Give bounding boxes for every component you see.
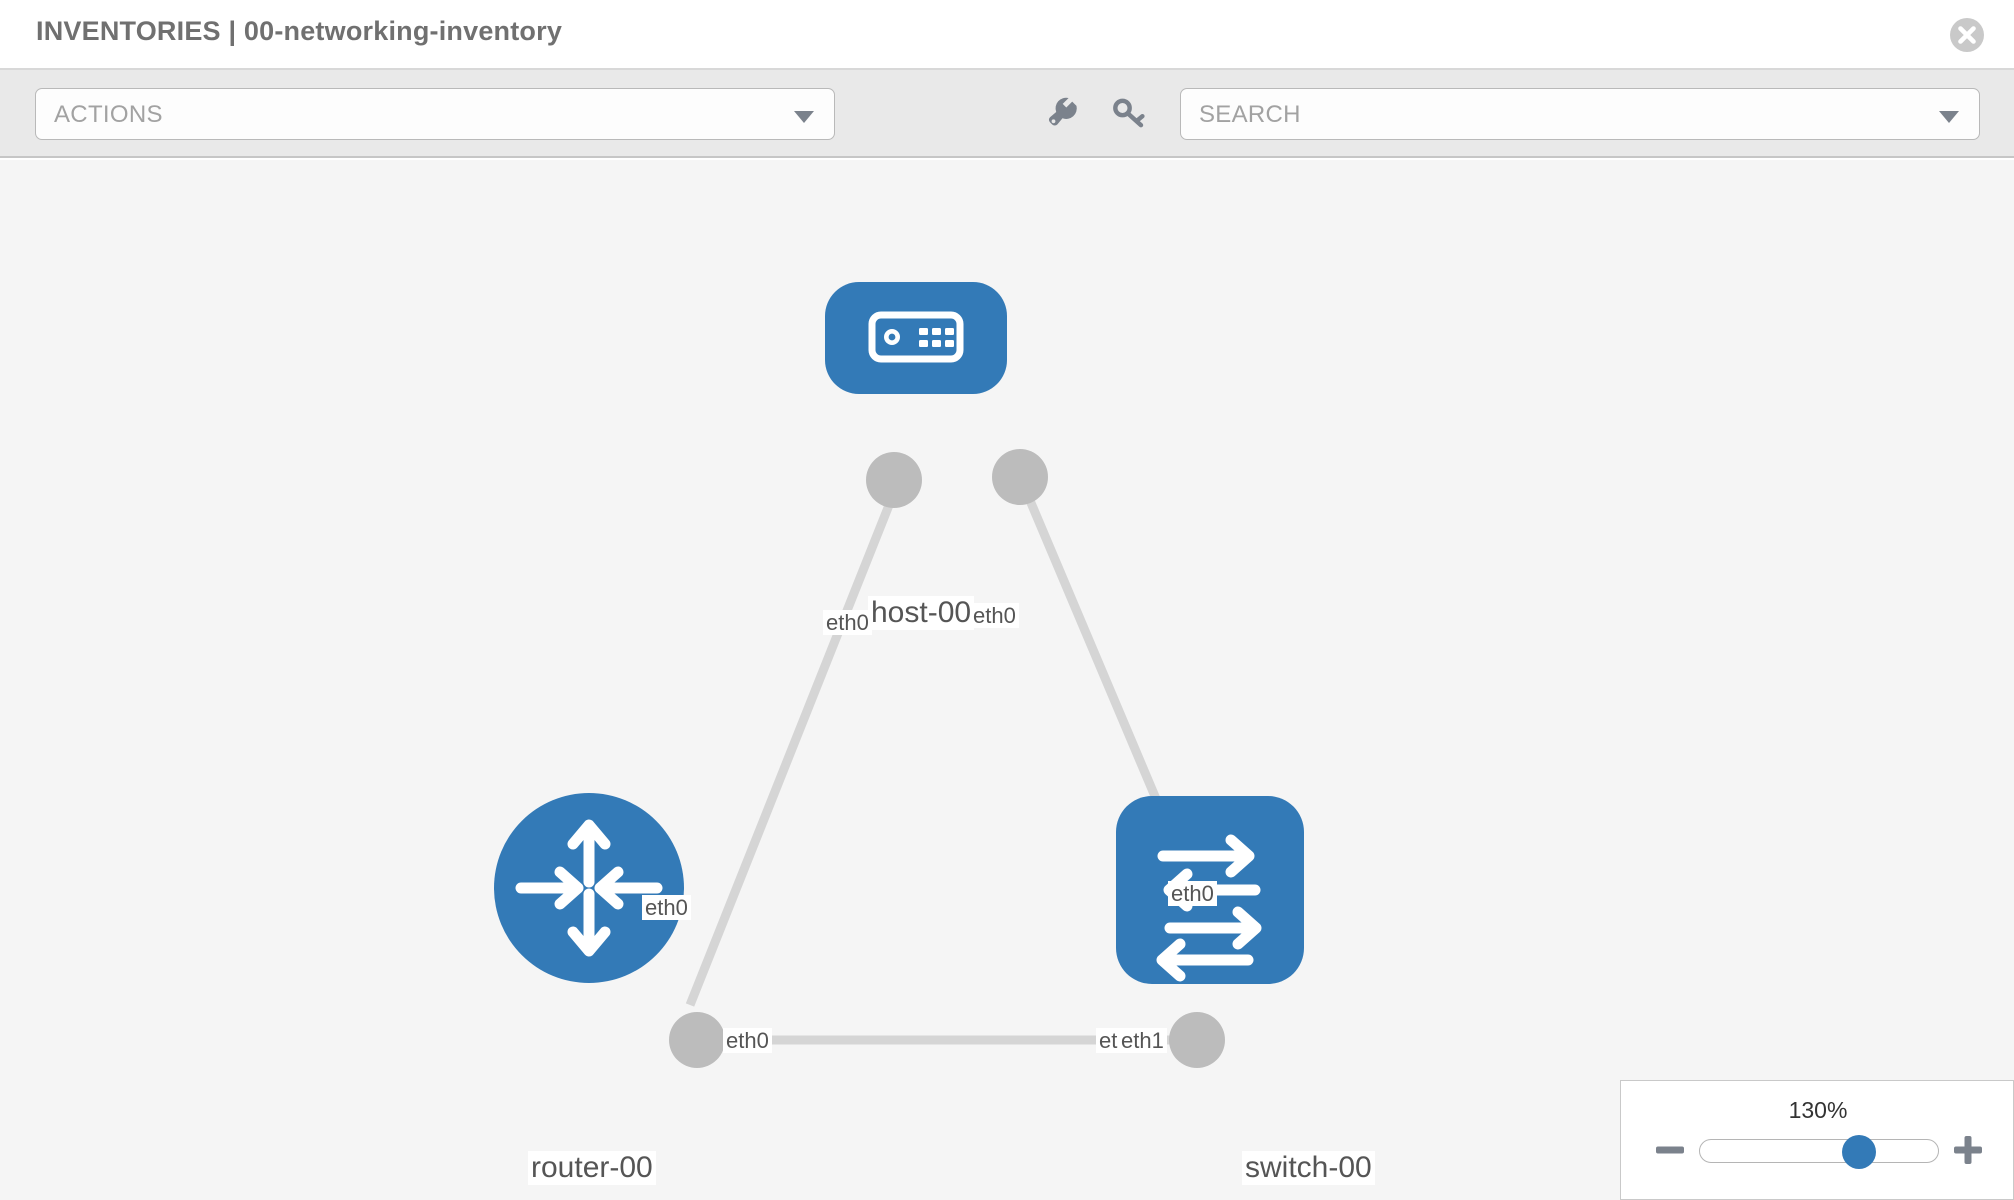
node-host-00[interactable] bbox=[825, 282, 1007, 394]
zoom-in-button[interactable] bbox=[1951, 1133, 1985, 1167]
chevron-down-icon bbox=[794, 111, 814, 123]
endpoint-router-right bbox=[669, 1012, 725, 1068]
search-placeholder: SEARCH bbox=[1199, 101, 1301, 128]
window-header: INVENTORIES | 00-networking-inventory bbox=[0, 0, 2014, 70]
interface-label: eth0 bbox=[970, 603, 1019, 629]
endpoint-host-right bbox=[992, 449, 1048, 505]
zoom-out-button[interactable] bbox=[1653, 1133, 1687, 1167]
topology-canvas[interactable]: host-00 router-00 switch-00 eth0 eth0 et… bbox=[0, 160, 2014, 1200]
wrench-icon[interactable] bbox=[1038, 92, 1082, 136]
interface-label: eth0 bbox=[723, 1028, 772, 1054]
server-icon bbox=[868, 311, 964, 363]
close-icon[interactable] bbox=[1948, 16, 1986, 54]
endpoint-host-left bbox=[866, 452, 922, 508]
four-arrows-icon bbox=[515, 819, 663, 957]
interface-label: eth0 bbox=[823, 610, 872, 636]
zoom-control-panel: 130% bbox=[1620, 1080, 2014, 1200]
interface-label: eth1 bbox=[1118, 1028, 1167, 1054]
link-host-router bbox=[685, 463, 910, 1007]
endpoint-switch-left bbox=[1169, 1012, 1225, 1068]
topology-graph bbox=[494, 282, 1304, 1068]
node-label-router-00: router-00 bbox=[528, 1151, 656, 1185]
minus-icon bbox=[1656, 1146, 1684, 1154]
actions-dropdown-label: ACTIONS bbox=[54, 101, 163, 128]
search-input[interactable]: SEARCH bbox=[1180, 88, 1980, 140]
interface-label: eth0 bbox=[1168, 881, 1217, 907]
zoom-slider[interactable] bbox=[1699, 1135, 1939, 1169]
node-label-host-00: host-00 bbox=[868, 596, 975, 630]
actions-dropdown[interactable]: ACTIONS bbox=[35, 88, 835, 140]
key-icon[interactable] bbox=[1106, 92, 1150, 136]
page-title: INVENTORIES | 00-networking-inventory bbox=[36, 16, 563, 46]
chevron-down-icon bbox=[1939, 111, 1959, 123]
plus-icon bbox=[1954, 1136, 1982, 1164]
zoom-slider-thumb[interactable] bbox=[1842, 1135, 1877, 1169]
node-router-00[interactable] bbox=[494, 793, 684, 983]
server-icon-dots bbox=[919, 328, 954, 347]
zoom-level-label: 130% bbox=[1788, 1097, 1848, 1123]
node-label-switch-00: switch-00 bbox=[1242, 1151, 1375, 1185]
interface-label: eth0 bbox=[642, 895, 691, 921]
